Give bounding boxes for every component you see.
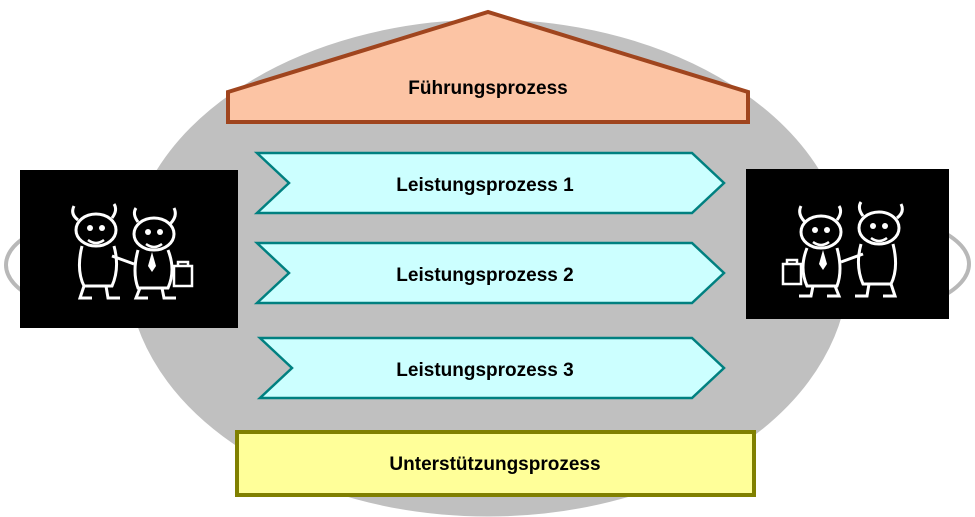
management-roof-shape [226,9,750,124]
management-process: Führungsprozess [226,9,750,124]
left-clipart [20,170,238,328]
support-process: Unterstützungsprozess [235,430,756,497]
support-process-box [235,430,756,497]
core-process-2: Leistungsprozess 2 [253,241,726,305]
core-process-1-chevron [253,151,726,215]
core-process-1: Leistungsprozess 1 [253,151,726,215]
right-clipart [746,169,949,319]
management-label: Führungsprozess [408,78,567,99]
core-process-1-label: Leistungsprozess 1 [396,175,574,196]
core-process-3-chevron [256,336,726,400]
core-process-3: Leistungsprozess 3 [256,336,726,400]
left-clipart-background [20,170,238,328]
core-process-2-label: Leistungsprozess 2 [396,265,573,286]
support-process-label: Unterstützungsprozess [389,454,600,475]
right-clipart-background [746,169,949,319]
core-process-2-chevron [253,241,726,305]
core-process-3-label: Leistungsprozess 3 [396,360,573,381]
